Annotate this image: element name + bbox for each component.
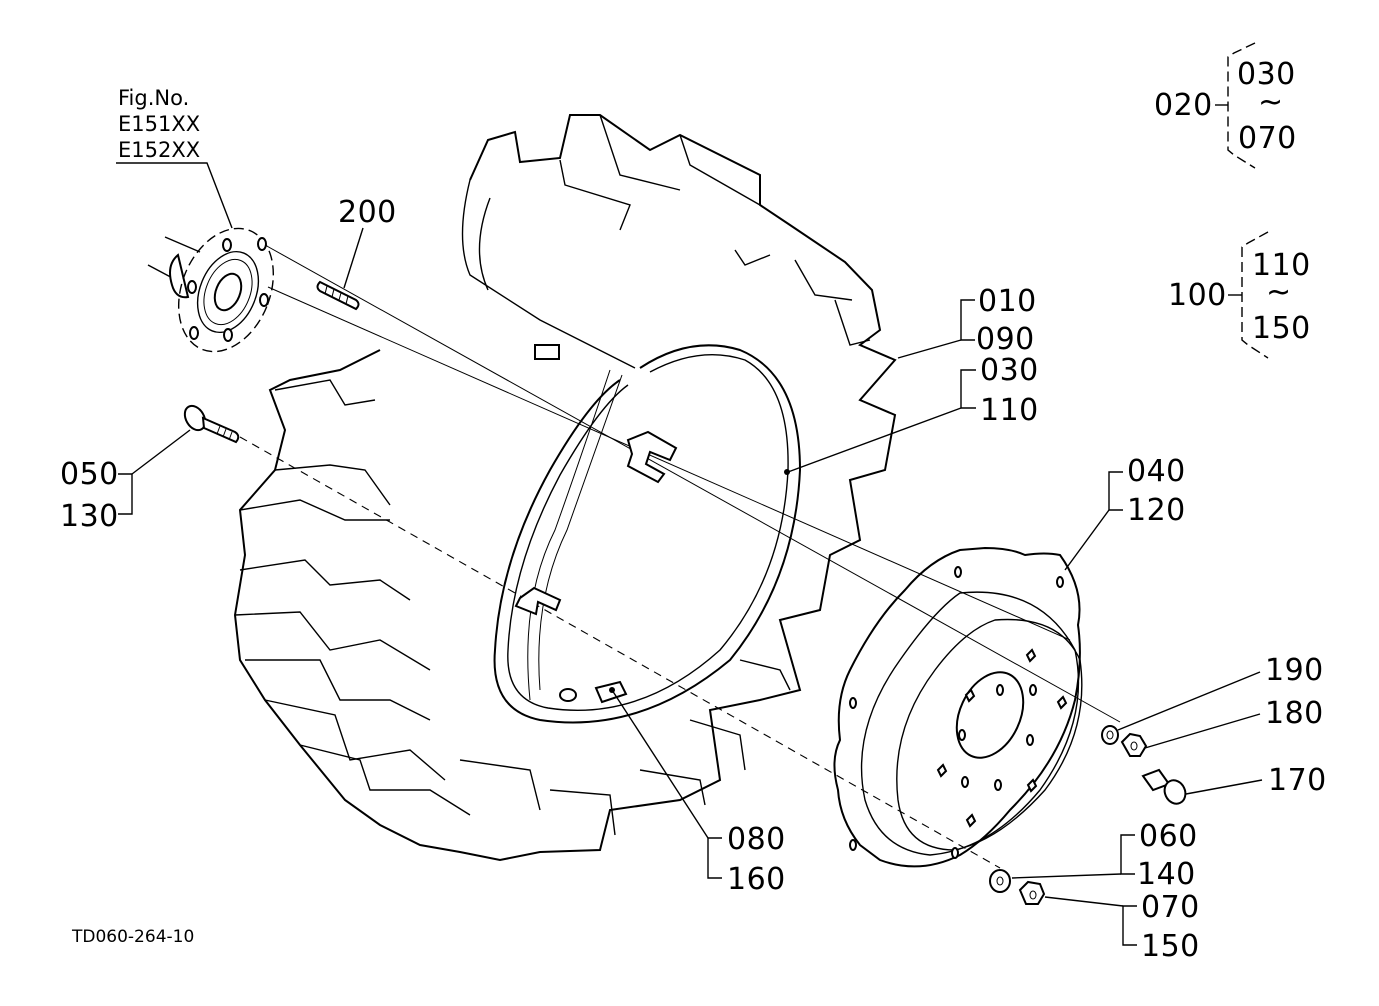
callout-150-label: 150: [1141, 929, 1200, 964]
fig-number-1: E151XX: [118, 112, 200, 136]
group-020: 020 030 ~ 070: [1154, 42, 1297, 169]
callout-120-label: 120: [1127, 493, 1186, 528]
flange-bolt-hole: [223, 328, 233, 342]
group-100-start: 110: [1252, 248, 1311, 283]
group-020-bracket: [1227, 42, 1256, 169]
flange-bolt-hole: [222, 238, 232, 252]
callout-070-150: 070 150: [1044, 890, 1200, 964]
callout-190-label: 190: [1265, 653, 1324, 688]
group-020-end: 070: [1238, 121, 1297, 156]
callout-080-label: 080: [727, 822, 786, 857]
stud-bolt[interactable]: [316, 280, 360, 311]
callout-030-label: 030: [980, 353, 1039, 388]
wheel-rim[interactable]: [493, 344, 802, 724]
fig-number-block: Fig.No. E151XX E152XX: [116, 86, 233, 229]
flange-bolt-hole: [259, 293, 269, 307]
drawing-code: TD060-264-10: [71, 927, 194, 947]
flange-bolt-hole: [189, 326, 199, 340]
nut[interactable]: [1018, 880, 1046, 905]
callout-170-label: 170: [1268, 763, 1327, 798]
flange-bolt-hole: [257, 237, 267, 251]
tire[interactable]: [233, 114, 897, 862]
callout-060-label: 060: [1139, 819, 1198, 854]
callout-090-label: 090: [976, 322, 1035, 357]
valve[interactable]: [559, 469, 790, 704]
callout-140-label: 140: [1137, 857, 1196, 892]
callout-030-110: 030 110: [787, 353, 1039, 473]
fig-number-2: E152XX: [118, 138, 200, 162]
axle-hub-flange[interactable]: [147, 214, 291, 366]
group-020-id: 020: [1154, 88, 1213, 123]
hub-bore: [213, 272, 243, 312]
callout-190: 190: [1117, 653, 1324, 731]
callout-160-label: 160: [727, 862, 786, 897]
callout-180: 180: [1144, 696, 1324, 749]
flange-bolt-hole: [187, 280, 197, 294]
callout-170: 170: [1185, 763, 1327, 798]
fig-leader-line: [116, 162, 233, 229]
group-020-symbol: ~: [1258, 85, 1284, 120]
group-100-bracket: [1241, 231, 1269, 359]
group-100-id: 100: [1168, 278, 1227, 313]
flange-outline: [177, 227, 275, 353]
callout-050-130: 050 130: [60, 429, 191, 534]
callout-200-label: 200: [338, 195, 397, 230]
callout-010-label: 010: [978, 284, 1037, 319]
callout-080-160: 080 160: [611, 689, 786, 897]
group-100: 100 110 ~ 150: [1168, 231, 1311, 359]
axis-lines: [239, 244, 1121, 869]
callout-050-label: 050: [60, 457, 119, 492]
hub-stud[interactable]: [1141, 768, 1189, 807]
disc-center-bore: [955, 671, 1025, 759]
hub-bolt[interactable]: [181, 402, 240, 444]
wheel-disc[interactable]: [833, 546, 1083, 868]
callout-060-140: 060 140: [1011, 819, 1198, 892]
rim-clip[interactable]: [514, 344, 678, 616]
hex-nut[interactable]: [1120, 732, 1148, 757]
callout-040-120: 040 120: [1064, 454, 1186, 571]
callout-130-label: 130: [60, 499, 119, 534]
callout-180-label: 180: [1265, 696, 1324, 731]
group-100-symbol: ~: [1266, 275, 1292, 310]
group-020-start: 030: [1237, 57, 1296, 92]
callout-200: 200: [338, 195, 397, 289]
fig-no-label: Fig.No.: [118, 86, 189, 110]
callout-010-090: 010 090: [897, 284, 1037, 359]
callout-040-label: 040: [1127, 454, 1186, 489]
spring-washer[interactable]: [1101, 725, 1119, 745]
washer[interactable]: [989, 869, 1011, 893]
group-100-end: 150: [1252, 311, 1311, 346]
callout-070-label: 070: [1141, 890, 1200, 925]
callout-110-label: 110: [980, 393, 1039, 428]
